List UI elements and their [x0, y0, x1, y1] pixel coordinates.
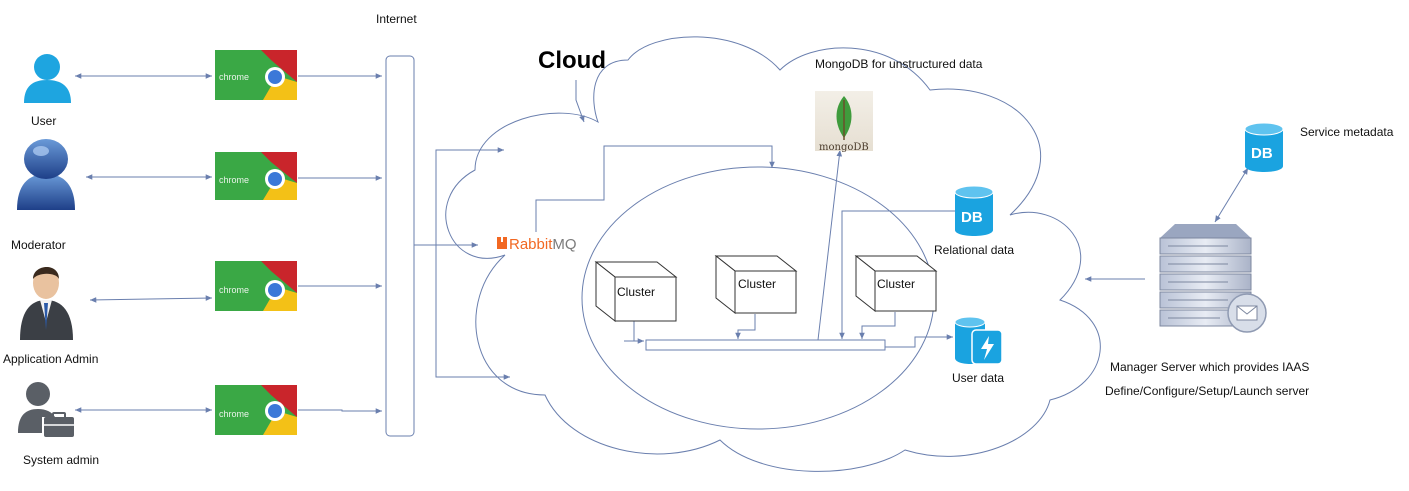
define-configure-label: Define/Configure/Setup/Launch server: [1105, 384, 1310, 398]
browser-tile-1: chrome: [215, 50, 297, 100]
internet-label: Internet: [376, 12, 417, 26]
mongodb-logo: mongoDB: [815, 91, 873, 153]
browser-label: chrome: [219, 285, 249, 295]
actor-label-moderator: Moderator: [11, 238, 66, 252]
internet-cloud-connectors: [414, 147, 510, 380]
actor-label-user: User: [31, 114, 57, 128]
user-icon: [24, 54, 71, 103]
mongodb-caption: MongoDB for unstructured data: [815, 57, 983, 71]
manager-server-icon: [1159, 224, 1267, 333]
browser-tile-4: chrome: [215, 385, 297, 435]
cloud-label-arrow: [575, 80, 585, 123]
browser-label: chrome: [219, 409, 249, 419]
browser-internet-connectors: [298, 73, 382, 414]
service-metadata-label: Service metadata: [1300, 125, 1394, 139]
application-admin-icon: [20, 266, 73, 340]
server-connectors: [1085, 167, 1249, 282]
mongodb-word: mongoDB: [819, 142, 869, 153]
cluster-box-3: Cluster: [854, 254, 938, 313]
user-data-label: User data: [952, 371, 1005, 385]
moderator-icon: [17, 139, 75, 210]
rabbitmq-word-a: Rabbit: [509, 236, 553, 253]
internet-bar: [385, 55, 415, 437]
browser-label: chrome: [219, 175, 249, 185]
service-metadata-db-icon: DB: [1244, 122, 1284, 172]
browser-label: chrome: [219, 72, 249, 82]
rabbitmq-word-b: MQ: [552, 236, 576, 253]
actor-label-application-admin: Application Admin: [3, 352, 99, 366]
system-admin-icon: [18, 382, 74, 437]
cluster-label: Cluster: [877, 277, 915, 291]
relational-db-icon: DB: [954, 185, 994, 236]
actor-label-system-admin: System admin: [23, 453, 100, 467]
browser-tile-3: chrome: [215, 261, 297, 311]
browser-tile-2: chrome: [215, 152, 297, 200]
svg-text:DB: DB: [1251, 145, 1273, 162]
data-bus-bar: [645, 339, 886, 351]
cluster-label: Cluster: [617, 285, 655, 299]
manager-server-label: Manager Server which provides IAAS: [1110, 360, 1310, 374]
rabbit-to-clusters-arrow: [535, 145, 775, 232]
cluster-label: Cluster: [738, 277, 776, 291]
rabbitmq-logo: RabbitMQ: [497, 236, 577, 253]
cluster-bus-connectors: [624, 149, 958, 348]
cloud-title: Cloud: [538, 47, 606, 74]
svg-text:DB: DB: [961, 209, 983, 226]
cluster-box-1: Cluster: [594, 260, 678, 323]
cloud-outline: [445, 36, 1101, 472]
relational-data-label: Relational data: [934, 243, 1015, 257]
user-data-db-icon: [954, 316, 1003, 365]
svg-text:RabbitMQ: RabbitMQ: [509, 236, 577, 253]
actor-browser-connectors: [75, 73, 213, 413]
cluster-box-2: Cluster: [714, 254, 798, 315]
